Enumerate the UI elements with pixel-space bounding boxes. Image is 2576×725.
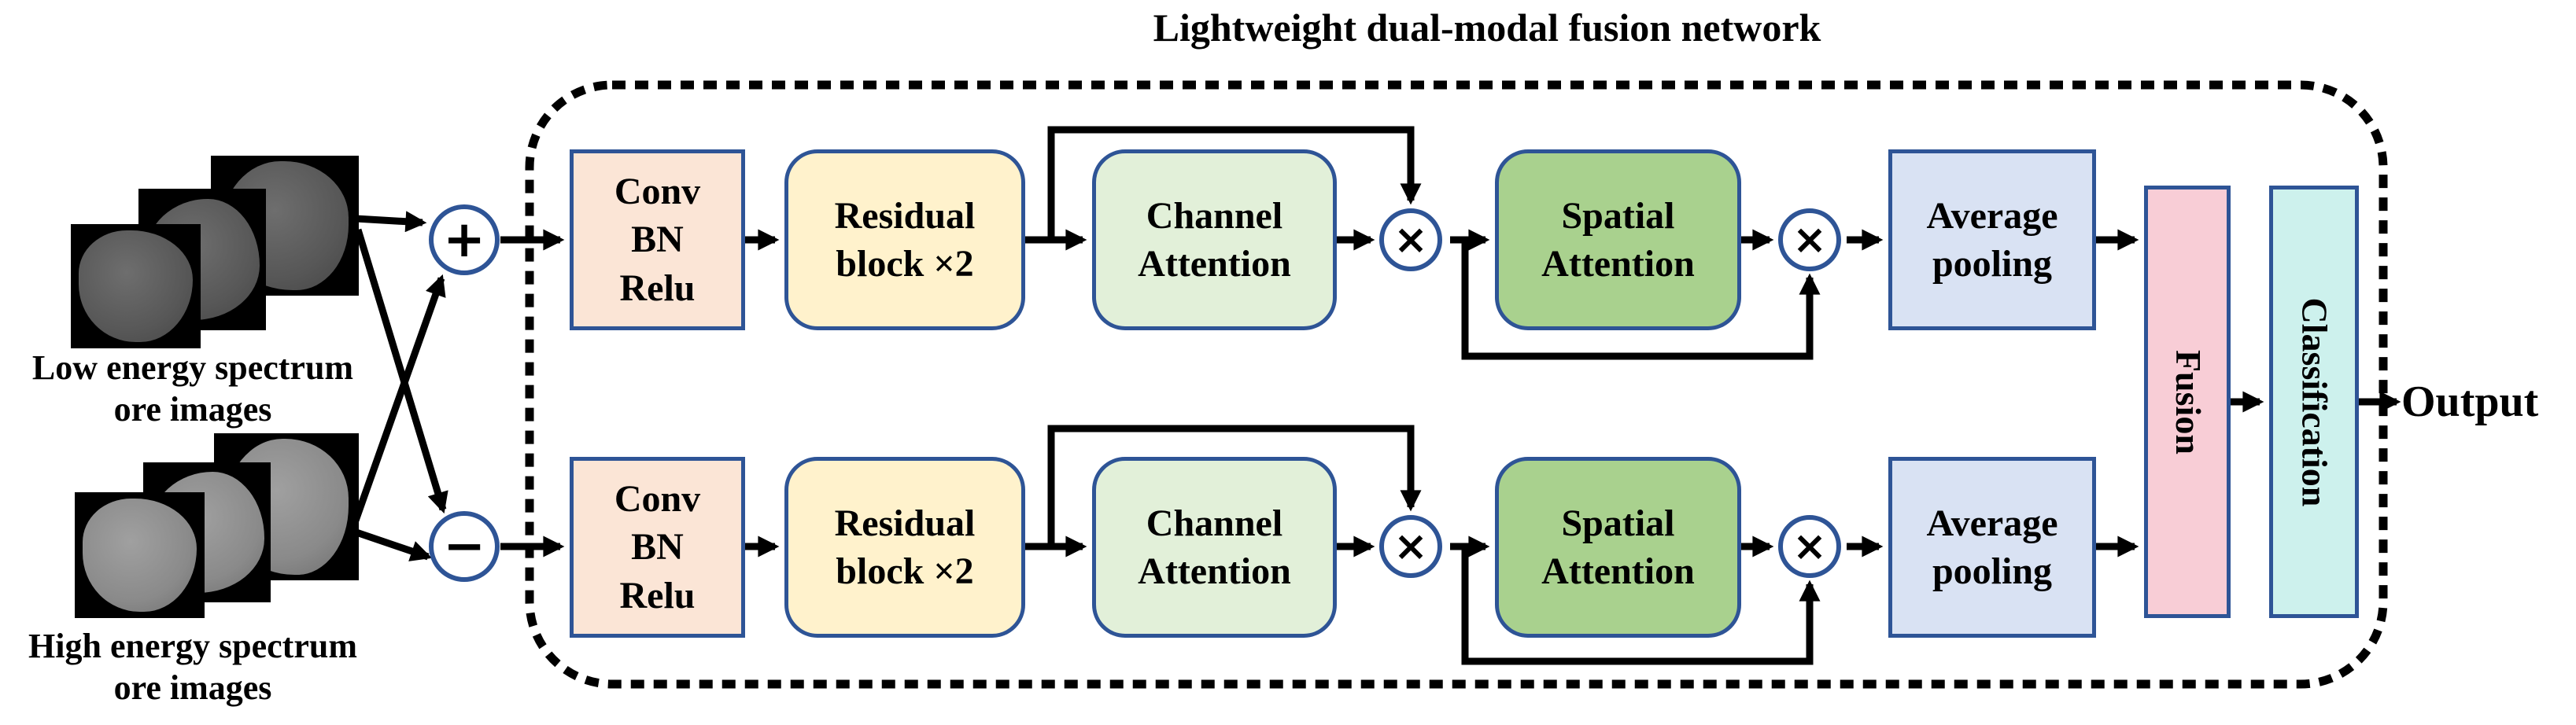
fusion-network-dashed-border	[525, 80, 2388, 689]
arrow-high-to-plus	[352, 274, 446, 522]
arrow-low-to-minus	[354, 228, 448, 514]
residual-label-2: block ×2	[836, 550, 974, 592]
low-energy-label-line2: ore images	[113, 389, 272, 429]
average-label: Average	[1926, 502, 2058, 544]
spatial-attention-block-top: Spatial Attention	[1495, 149, 1741, 330]
residual-label-2: block ×2	[836, 243, 974, 285]
conv-bn-relu-block-top: Conv BN Relu	[570, 149, 745, 330]
multiply-operator-channel-top: ×	[1379, 208, 1442, 271]
output-label: Output	[2401, 377, 2539, 426]
skip-under-spatial-bottom	[1461, 547, 1821, 665]
average-pooling-block-top: Average pooling	[1888, 149, 2096, 330]
attention-label: Attention	[1138, 550, 1291, 592]
fusion-label: Fusion	[2168, 349, 2209, 455]
skip-residual-to-multiply-bottom	[1047, 425, 1422, 547]
arrow-low-to-plus	[355, 211, 427, 233]
skip-residual-to-multiply-top	[1047, 126, 1422, 240]
conv-label: Conv	[614, 170, 701, 212]
plus-operator: +	[429, 204, 500, 275]
bn-label: BN	[631, 526, 684, 569]
plus-icon: +	[443, 211, 485, 269]
channel-attention-block-top: Channel Attention	[1092, 149, 1337, 330]
average-label: Average	[1926, 194, 2058, 237]
minus-operator: −	[429, 511, 500, 582]
skip-under-spatial-top	[1461, 240, 1821, 360]
ore-rock	[82, 499, 197, 612]
channel-attention-block-bottom: Channel Attention	[1092, 457, 1337, 638]
minus-icon: −	[443, 517, 485, 576]
multiply-operator-spatial-top: ×	[1778, 208, 1841, 271]
spatial-attention-block-bottom: Spatial Attention	[1495, 457, 1741, 638]
residual-block-top: Residual block ×2	[784, 149, 1025, 330]
pooling-label: pooling	[1932, 550, 2053, 592]
relu-label: Relu	[619, 574, 696, 616]
classification-block: Classification	[2269, 186, 2359, 618]
attention-label: Attention	[1541, 550, 1695, 592]
low-energy-label-line1: Low energy spectrum	[31, 348, 354, 387]
ore-rock	[78, 230, 194, 343]
multiply-icon: ×	[1792, 216, 1827, 263]
pooling-label: pooling	[1932, 243, 2053, 285]
spatial-label: Spatial	[1561, 502, 1675, 544]
arrow-high-to-minus	[352, 528, 433, 561]
residual-label: Residual	[834, 194, 976, 237]
attention-label: Attention	[1541, 243, 1695, 285]
attention-label: Attention	[1138, 243, 1291, 285]
residual-label: Residual	[834, 502, 976, 544]
low-energy-label: Low energy spectrum ore images	[16, 348, 370, 431]
average-pooling-block-bottom: Average pooling	[1888, 457, 2096, 638]
low-energy-ore-image-1	[71, 224, 201, 348]
multiply-icon: ×	[1393, 216, 1428, 263]
channel-label: Channel	[1146, 194, 1283, 237]
channel-label: Channel	[1146, 502, 1283, 544]
multiply-operator-channel-bottom: ×	[1379, 515, 1442, 578]
spatial-label: Spatial	[1561, 194, 1675, 237]
high-energy-ore-image-1	[75, 492, 205, 618]
high-energy-label-line1: High energy spectrum	[28, 627, 357, 665]
relu-label: Relu	[619, 267, 696, 309]
conv-bn-relu-block-bottom: Conv BN Relu	[570, 457, 745, 638]
diagram-title: Lightweight dual-modal fusion network	[1153, 6, 1821, 50]
high-energy-label: High energy spectrum ore images	[16, 626, 370, 709]
high-energy-label-line2: ore images	[113, 668, 272, 707]
conv-label: Conv	[614, 477, 701, 520]
classification-label: Classification	[2294, 297, 2335, 506]
residual-block-bottom: Residual block ×2	[784, 457, 1025, 638]
multiply-icon: ×	[1393, 523, 1428, 570]
multiply-operator-spatial-bottom: ×	[1778, 515, 1841, 578]
fusion-block: Fusion	[2144, 186, 2231, 618]
multiply-icon: ×	[1792, 523, 1827, 570]
bn-label: BN	[631, 219, 684, 261]
